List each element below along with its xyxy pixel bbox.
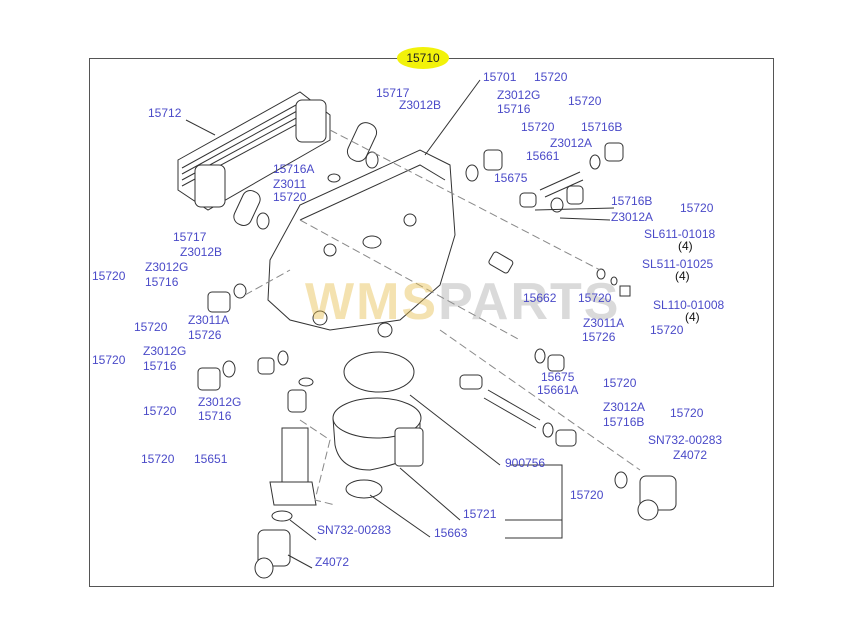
- part-label[interactable]: Z3012A: [550, 136, 593, 150]
- part-label[interactable]: 15716: [145, 275, 179, 289]
- part-label[interactable]: 15720: [570, 488, 604, 502]
- part-label[interactable]: 15720: [273, 190, 307, 204]
- part-label[interactable]: SL110-01008: [653, 298, 725, 312]
- plugs-and-springs: [197, 142, 631, 447]
- part-label[interactable]: 15716A: [273, 162, 315, 176]
- part-label[interactable]: 15720: [92, 269, 126, 283]
- part-label[interactable]: 15716B: [603, 415, 645, 429]
- part-label[interactable]: Z3012B: [180, 245, 223, 259]
- part-label[interactable]: 15720: [534, 70, 568, 84]
- part-label[interactable]: Z3012A: [611, 210, 654, 224]
- fittings: [254, 397, 677, 579]
- part-label[interactable]: SL611-01018: [644, 227, 716, 241]
- assembly-number-badge[interactable]: 15710: [397, 47, 449, 69]
- part-label[interactable]: 15720: [521, 120, 555, 134]
- oil-cooler: [177, 91, 331, 211]
- part-label[interactable]: Z4072: [673, 448, 708, 462]
- part-label[interactable]: SN732-00283: [648, 433, 723, 447]
- part-label[interactable]: 15675: [541, 370, 575, 384]
- part-label[interactable]: Z3011A: [583, 316, 625, 330]
- quantity-label: (4): [678, 239, 693, 253]
- leader-lines: [185, 79, 615, 569]
- part-label[interactable]: 15726: [582, 330, 616, 344]
- part-label[interactable]: 15712: [148, 106, 182, 120]
- part-label[interactable]: 15651: [194, 452, 228, 466]
- part-label[interactable]: 15720: [134, 320, 168, 334]
- part-label[interactable]: Z3012G: [198, 395, 242, 409]
- part-label[interactable]: 15661: [526, 149, 560, 163]
- part-label[interactable]: 15720: [578, 291, 612, 305]
- dash-lines: [244, 129, 641, 506]
- gasket-15717-lower: [233, 190, 261, 226]
- part-label[interactable]: Z3012G: [497, 88, 541, 102]
- part-label[interactable]: 15716B: [611, 194, 653, 208]
- part-label[interactable]: 15721: [463, 507, 497, 521]
- part-label[interactable]: 15662: [523, 291, 557, 305]
- part-label[interactable]: Z3012G: [143, 344, 187, 358]
- part-label[interactable]: 15661A: [537, 383, 579, 397]
- part-label[interactable]: Z3012G: [145, 260, 189, 274]
- quantity-label: (4): [675, 269, 690, 283]
- part-label[interactable]: Z4072: [315, 555, 350, 569]
- part-label[interactable]: 15717: [376, 86, 410, 100]
- part-label[interactable]: 15720: [670, 406, 704, 420]
- o-rings: [222, 151, 628, 522]
- part-label[interactable]: 15716: [143, 359, 177, 373]
- part-label[interactable]: 15717: [173, 230, 207, 244]
- part-label[interactable]: 15720: [143, 404, 177, 418]
- part-label[interactable]: 15675: [494, 171, 528, 185]
- filter-head-housing: [267, 149, 456, 338]
- gasket-15717-top: [346, 122, 378, 162]
- part-label[interactable]: 15716B: [581, 120, 623, 134]
- part-label[interactable]: 15720: [650, 323, 684, 337]
- part-label[interactable]: 15726: [188, 328, 222, 342]
- part-label[interactable]: 15720: [603, 376, 637, 390]
- part-label[interactable]: Z3012A: [603, 400, 646, 414]
- part-label[interactable]: 15701: [483, 70, 517, 84]
- watermark: WMSPARTS: [305, 273, 621, 331]
- part-label[interactable]: 15663: [434, 526, 468, 540]
- part-label[interactable]: 15720: [141, 452, 175, 466]
- part-label[interactable]: 15716: [198, 409, 232, 423]
- part-label[interactable]: SN732-00283: [317, 523, 392, 537]
- part-label[interactable]: 15716: [497, 102, 531, 116]
- part-label[interactable]: 900756: [505, 456, 546, 470]
- part-label[interactable]: Z3011A: [188, 313, 230, 327]
- part-label[interactable]: SL511-01025: [642, 257, 714, 271]
- part-label[interactable]: 15720: [568, 94, 602, 108]
- part-label[interactable]: 15720: [680, 201, 714, 215]
- part-label[interactable]: 15720: [92, 353, 126, 367]
- part-label[interactable]: Z3012B: [399, 98, 442, 112]
- part-label[interactable]: Z3011: [273, 177, 307, 191]
- quantity-label: (4): [685, 310, 700, 324]
